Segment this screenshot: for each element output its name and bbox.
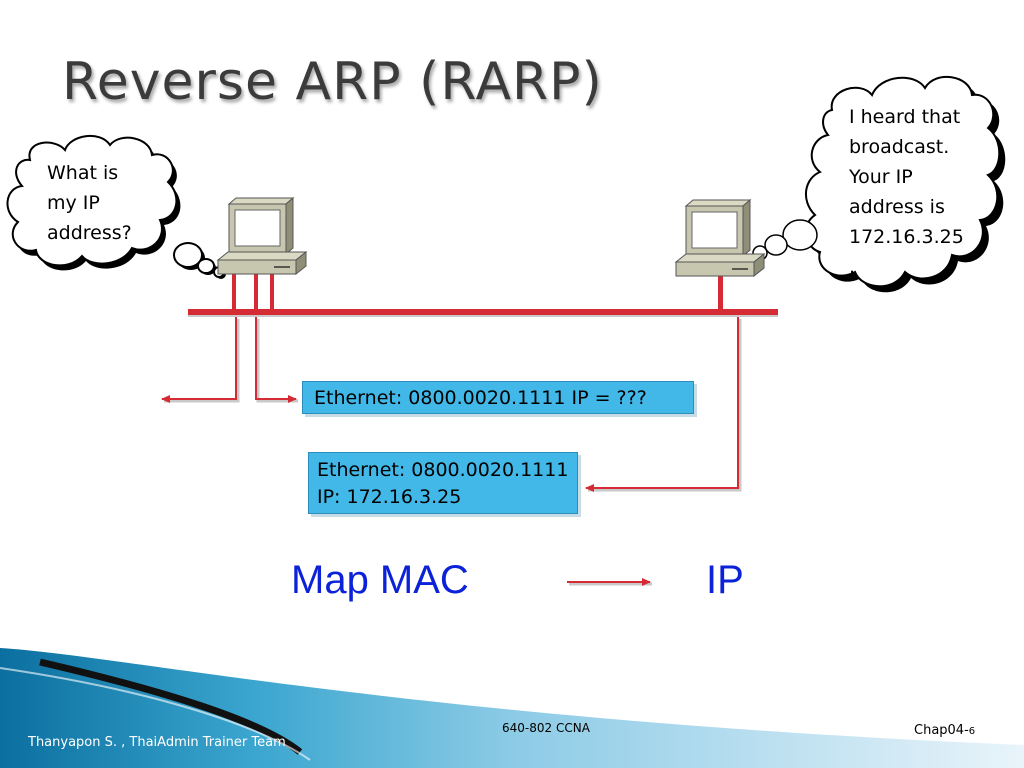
slide-title: Reverse ARP (RARP) xyxy=(62,52,603,112)
reply-frame-line1: Ethernet: 0800.0020.1111 xyxy=(317,459,569,481)
request-frame: Ethernet: 0800.0020.1111 IP = ??? xyxy=(302,381,694,414)
thought-bubble-left xyxy=(6,134,226,279)
footer-page-number: 6 xyxy=(968,726,976,737)
footer-chapter: Chap04-6 xyxy=(914,723,975,738)
right-bubble-line: . xyxy=(849,256,856,278)
reply-frame: Ethernet: 0800.0020.1111 IP: 172.16.3.25 xyxy=(308,452,578,514)
right-bubble-line: broadcast. xyxy=(849,136,950,158)
footer-course: 640-802 CCNA xyxy=(502,721,590,735)
client-computer-icon xyxy=(216,196,308,276)
thought-bubble-right xyxy=(752,75,1006,293)
footer-chapter-label: Chap04- xyxy=(914,723,969,738)
footer-band xyxy=(0,648,1024,768)
left-bubble-line: my IP xyxy=(47,192,100,214)
ethernet-bus xyxy=(188,272,778,317)
map-from-label: Map MAC xyxy=(291,558,469,602)
right-bubble-line: 172.16.3.25 xyxy=(849,226,964,248)
arrow-right-icon xyxy=(567,578,652,586)
left-bubble-text: What is my IP address? xyxy=(47,158,132,248)
right-bubble-line: Your IP xyxy=(849,166,913,188)
map-to-label: IP xyxy=(706,558,744,602)
right-bubble-line: I heard that xyxy=(849,106,961,128)
reply-frame-line2: IP: 172.16.3.25 xyxy=(317,486,462,508)
left-bubble-line: What is xyxy=(47,162,119,184)
footer-author: Thanyapon S. , ThaiAdmin Trainer Team xyxy=(28,735,286,750)
left-bubble-line: address? xyxy=(47,222,132,244)
request-frame-text: Ethernet: 0800.0020.1111 IP = ??? xyxy=(314,387,647,409)
request-broadcast-arrows xyxy=(161,317,298,403)
right-bubble-line: address is xyxy=(849,196,945,218)
right-bubble-text: I heard that broadcast. Your IP address … xyxy=(849,102,964,282)
reply-arrow xyxy=(585,317,742,492)
server-computer-icon xyxy=(674,198,766,278)
